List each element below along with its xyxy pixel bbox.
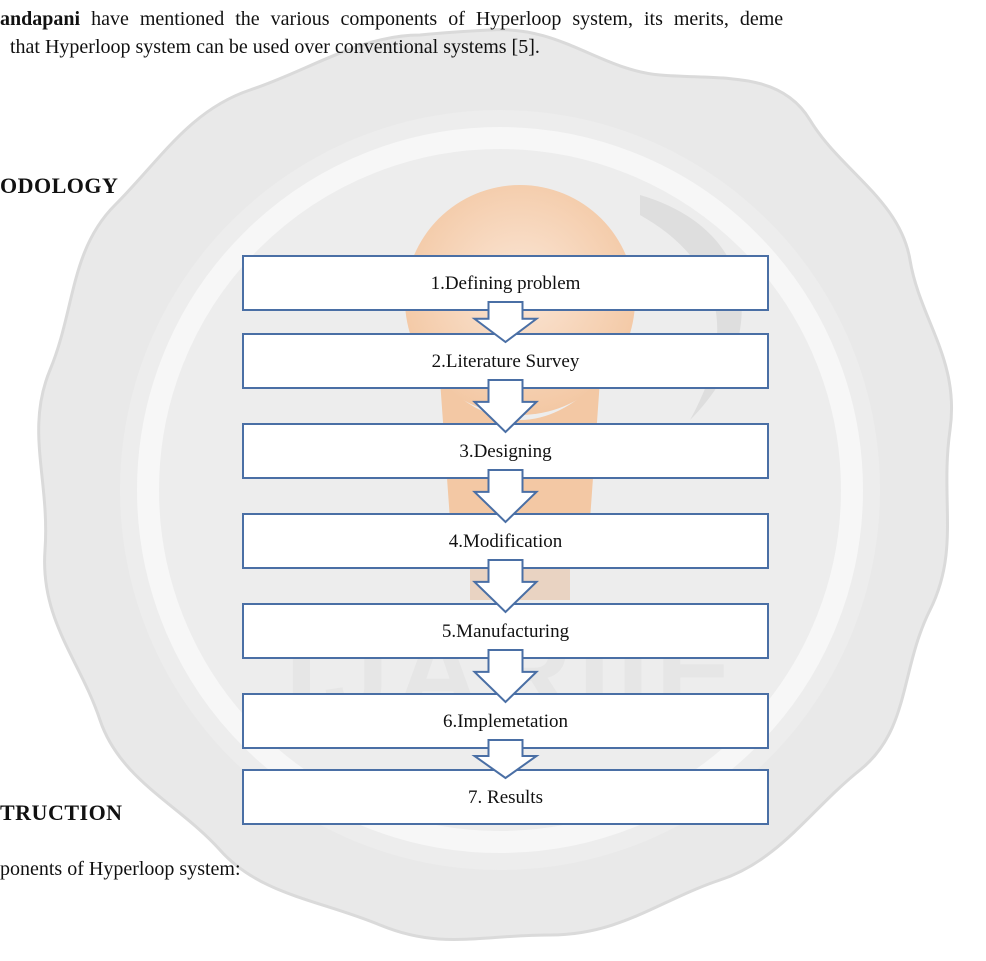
- flow-step-label: 4.Modification: [449, 531, 563, 552]
- intro-line-2: that Hyperloop system can be used over c…: [10, 36, 540, 58]
- flow-down-arrow-icon: [471, 739, 540, 780]
- flow-step-label: 7. Results: [468, 787, 543, 808]
- construction-heading: TRUCTION: [0, 800, 123, 825]
- flow-down-arrow-icon: [472, 469, 539, 524]
- intro-paragraph: andapani have mentioned the various comp…: [0, 5, 986, 61]
- flow-down-arrow-icon: [471, 301, 540, 344]
- author-name: andapani: [0, 8, 81, 30]
- flow-step-label: 1.Defining problem: [431, 273, 581, 294]
- flow-step-label: 2.Literature Survey: [432, 351, 580, 372]
- intro-line-1: andapani have mentioned the various comp…: [0, 5, 986, 33]
- flow-step-label: 3.Designing: [459, 441, 552, 462]
- flow-down-arrow-icon: [472, 379, 539, 434]
- methodology-heading: ODOLOGY: [0, 173, 119, 198]
- flow-down-arrow-icon: [472, 649, 539, 704]
- intro-line-1-text: have mentioned the various components of…: [80, 8, 784, 30]
- construction-subline: ponents of Hyperloop system:: [0, 858, 241, 880]
- flow-down-arrow-icon: [472, 559, 539, 614]
- flow-step-label: 6.Implemetation: [443, 711, 569, 732]
- flow-step-label: 5.Manufacturing: [442, 621, 570, 642]
